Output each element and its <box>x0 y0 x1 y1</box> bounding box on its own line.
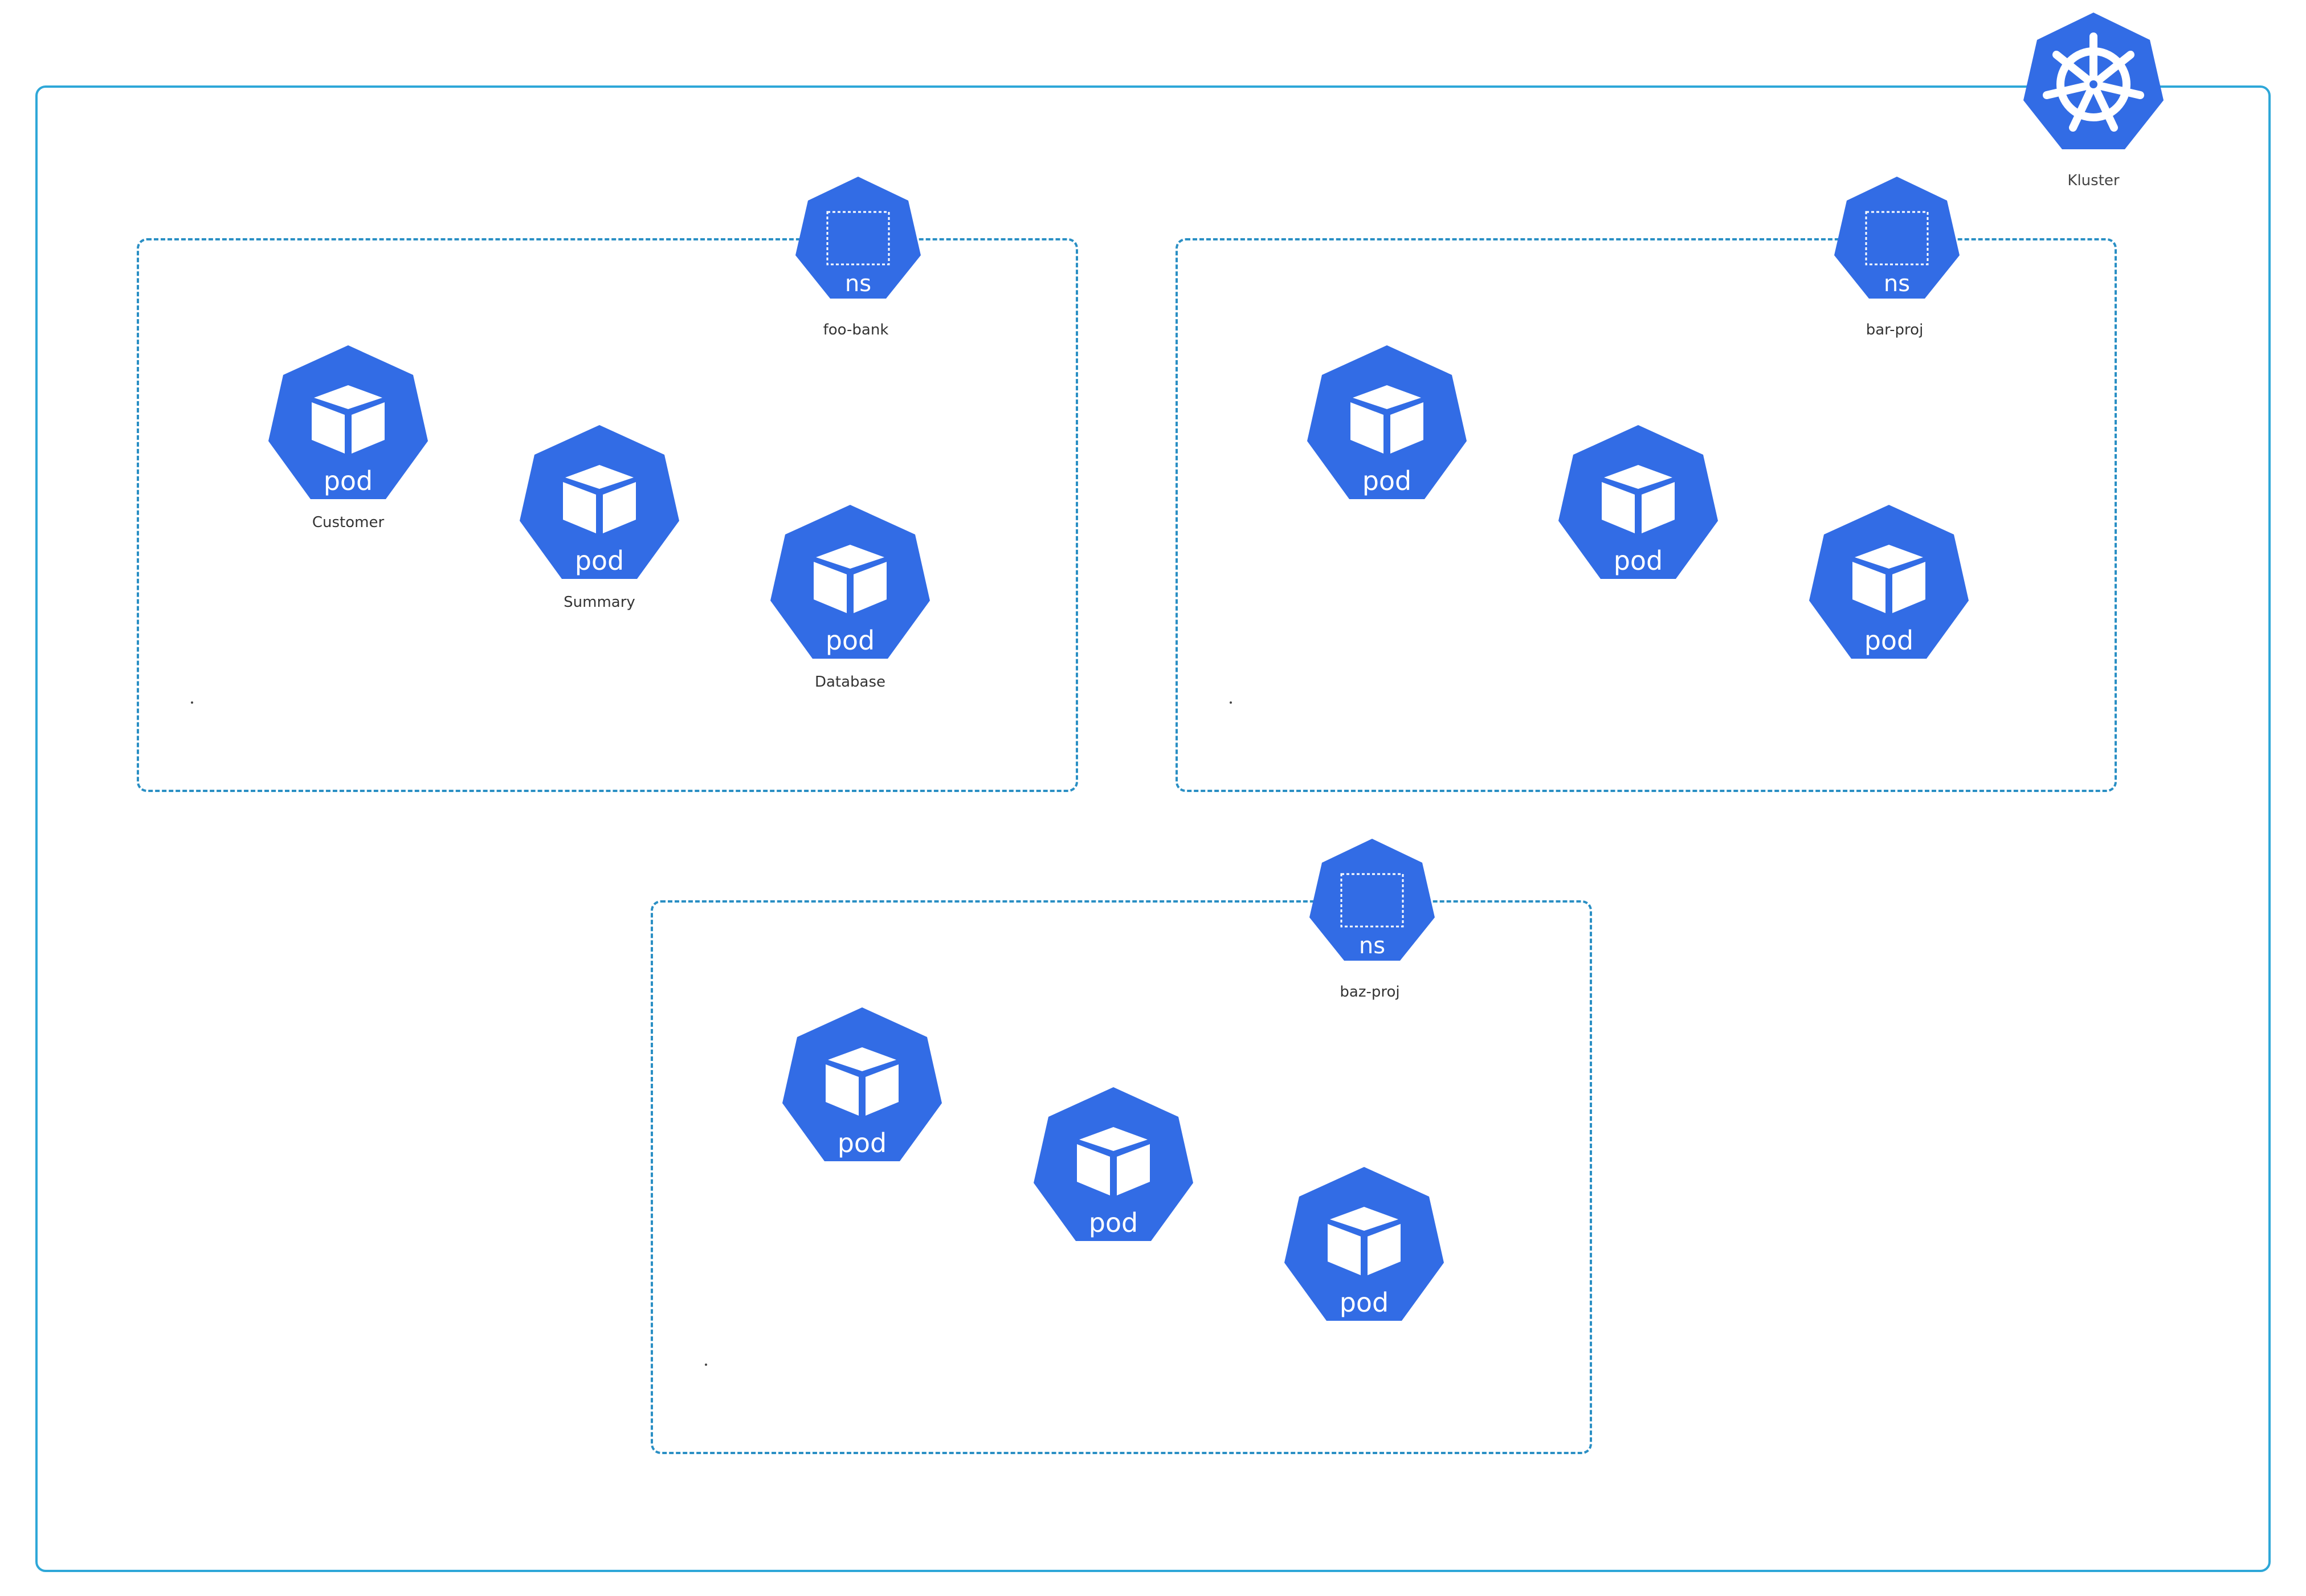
namespace-icon-text: ns <box>1359 933 1385 959</box>
pod-icon: pod <box>268 345 428 499</box>
namespace-boundary-baz-proj <box>651 900 1592 1454</box>
namespace-heptagon-badge <box>795 177 921 299</box>
pod-icon-text: pod <box>324 466 373 496</box>
namespace-boundary-bar-proj <box>1176 238 2117 792</box>
pod-icon: pod <box>1558 425 1718 579</box>
pod-heptagon-badge <box>770 505 930 659</box>
pod-icon-text: pod <box>1864 625 1914 656</box>
pod-icon: pod <box>782 1007 942 1161</box>
pod-icon: pod <box>770 505 930 659</box>
cluster-boundary <box>35 85 2271 1572</box>
namespace-label: bar-proj <box>1866 321 1924 338</box>
pod-icon: pod <box>1034 1087 1193 1241</box>
pod-heptagon-badge <box>1809 505 1969 659</box>
namespace-icon-text: ns <box>1884 271 1910 297</box>
pod-heptagon-badge <box>520 425 679 579</box>
pod-icon-text: pod <box>575 545 625 576</box>
namespace-marker-dot <box>191 701 193 704</box>
pod-heptagon-badge <box>1558 425 1718 579</box>
namespace-marker-dot <box>705 1364 707 1366</box>
pod-label: Customer <box>312 514 385 531</box>
pod-label: Summary <box>564 594 635 611</box>
pod-heptagon-badge <box>1307 345 1467 499</box>
pod-icon-text: pod <box>1089 1207 1138 1238</box>
pod-icon-text: pod <box>1362 466 1412 496</box>
pod-heptagon-badge <box>782 1007 942 1161</box>
namespace-label: foo-bank <box>823 321 889 338</box>
pod-icon: pod <box>1809 505 1969 659</box>
namespace-icon: ns <box>1834 177 1960 299</box>
pod-icon-text: pod <box>826 625 875 656</box>
pod-icon: pod <box>1284 1167 1444 1321</box>
namespace-heptagon-badge <box>1309 839 1435 961</box>
namespace-icon: ns <box>1309 839 1435 961</box>
namespace-icon-text: ns <box>845 271 871 297</box>
pod-icon: pod <box>520 425 679 579</box>
cluster-label: Kluster <box>2067 172 2120 189</box>
namespace-marker-dot <box>1230 701 1232 704</box>
pod-label: Database <box>814 673 886 691</box>
pod-heptagon-badge <box>268 345 428 499</box>
pod-icon-text: pod <box>1614 545 1663 576</box>
namespace-icon: ns <box>795 177 921 299</box>
pod-icon-text: pod <box>838 1128 887 1158</box>
namespace-label: baz-proj <box>1340 983 1400 1001</box>
namespace-boundary-foo-bank <box>137 238 1078 792</box>
pod-icon: pod <box>1307 345 1467 499</box>
pod-heptagon-badge <box>1034 1087 1193 1241</box>
pod-heptagon-badge <box>1284 1167 1444 1321</box>
pod-icon-text: pod <box>1340 1287 1389 1318</box>
namespace-heptagon-badge <box>1834 177 1960 299</box>
kubernetes-helm-wheel-icon <box>2023 13 2164 149</box>
